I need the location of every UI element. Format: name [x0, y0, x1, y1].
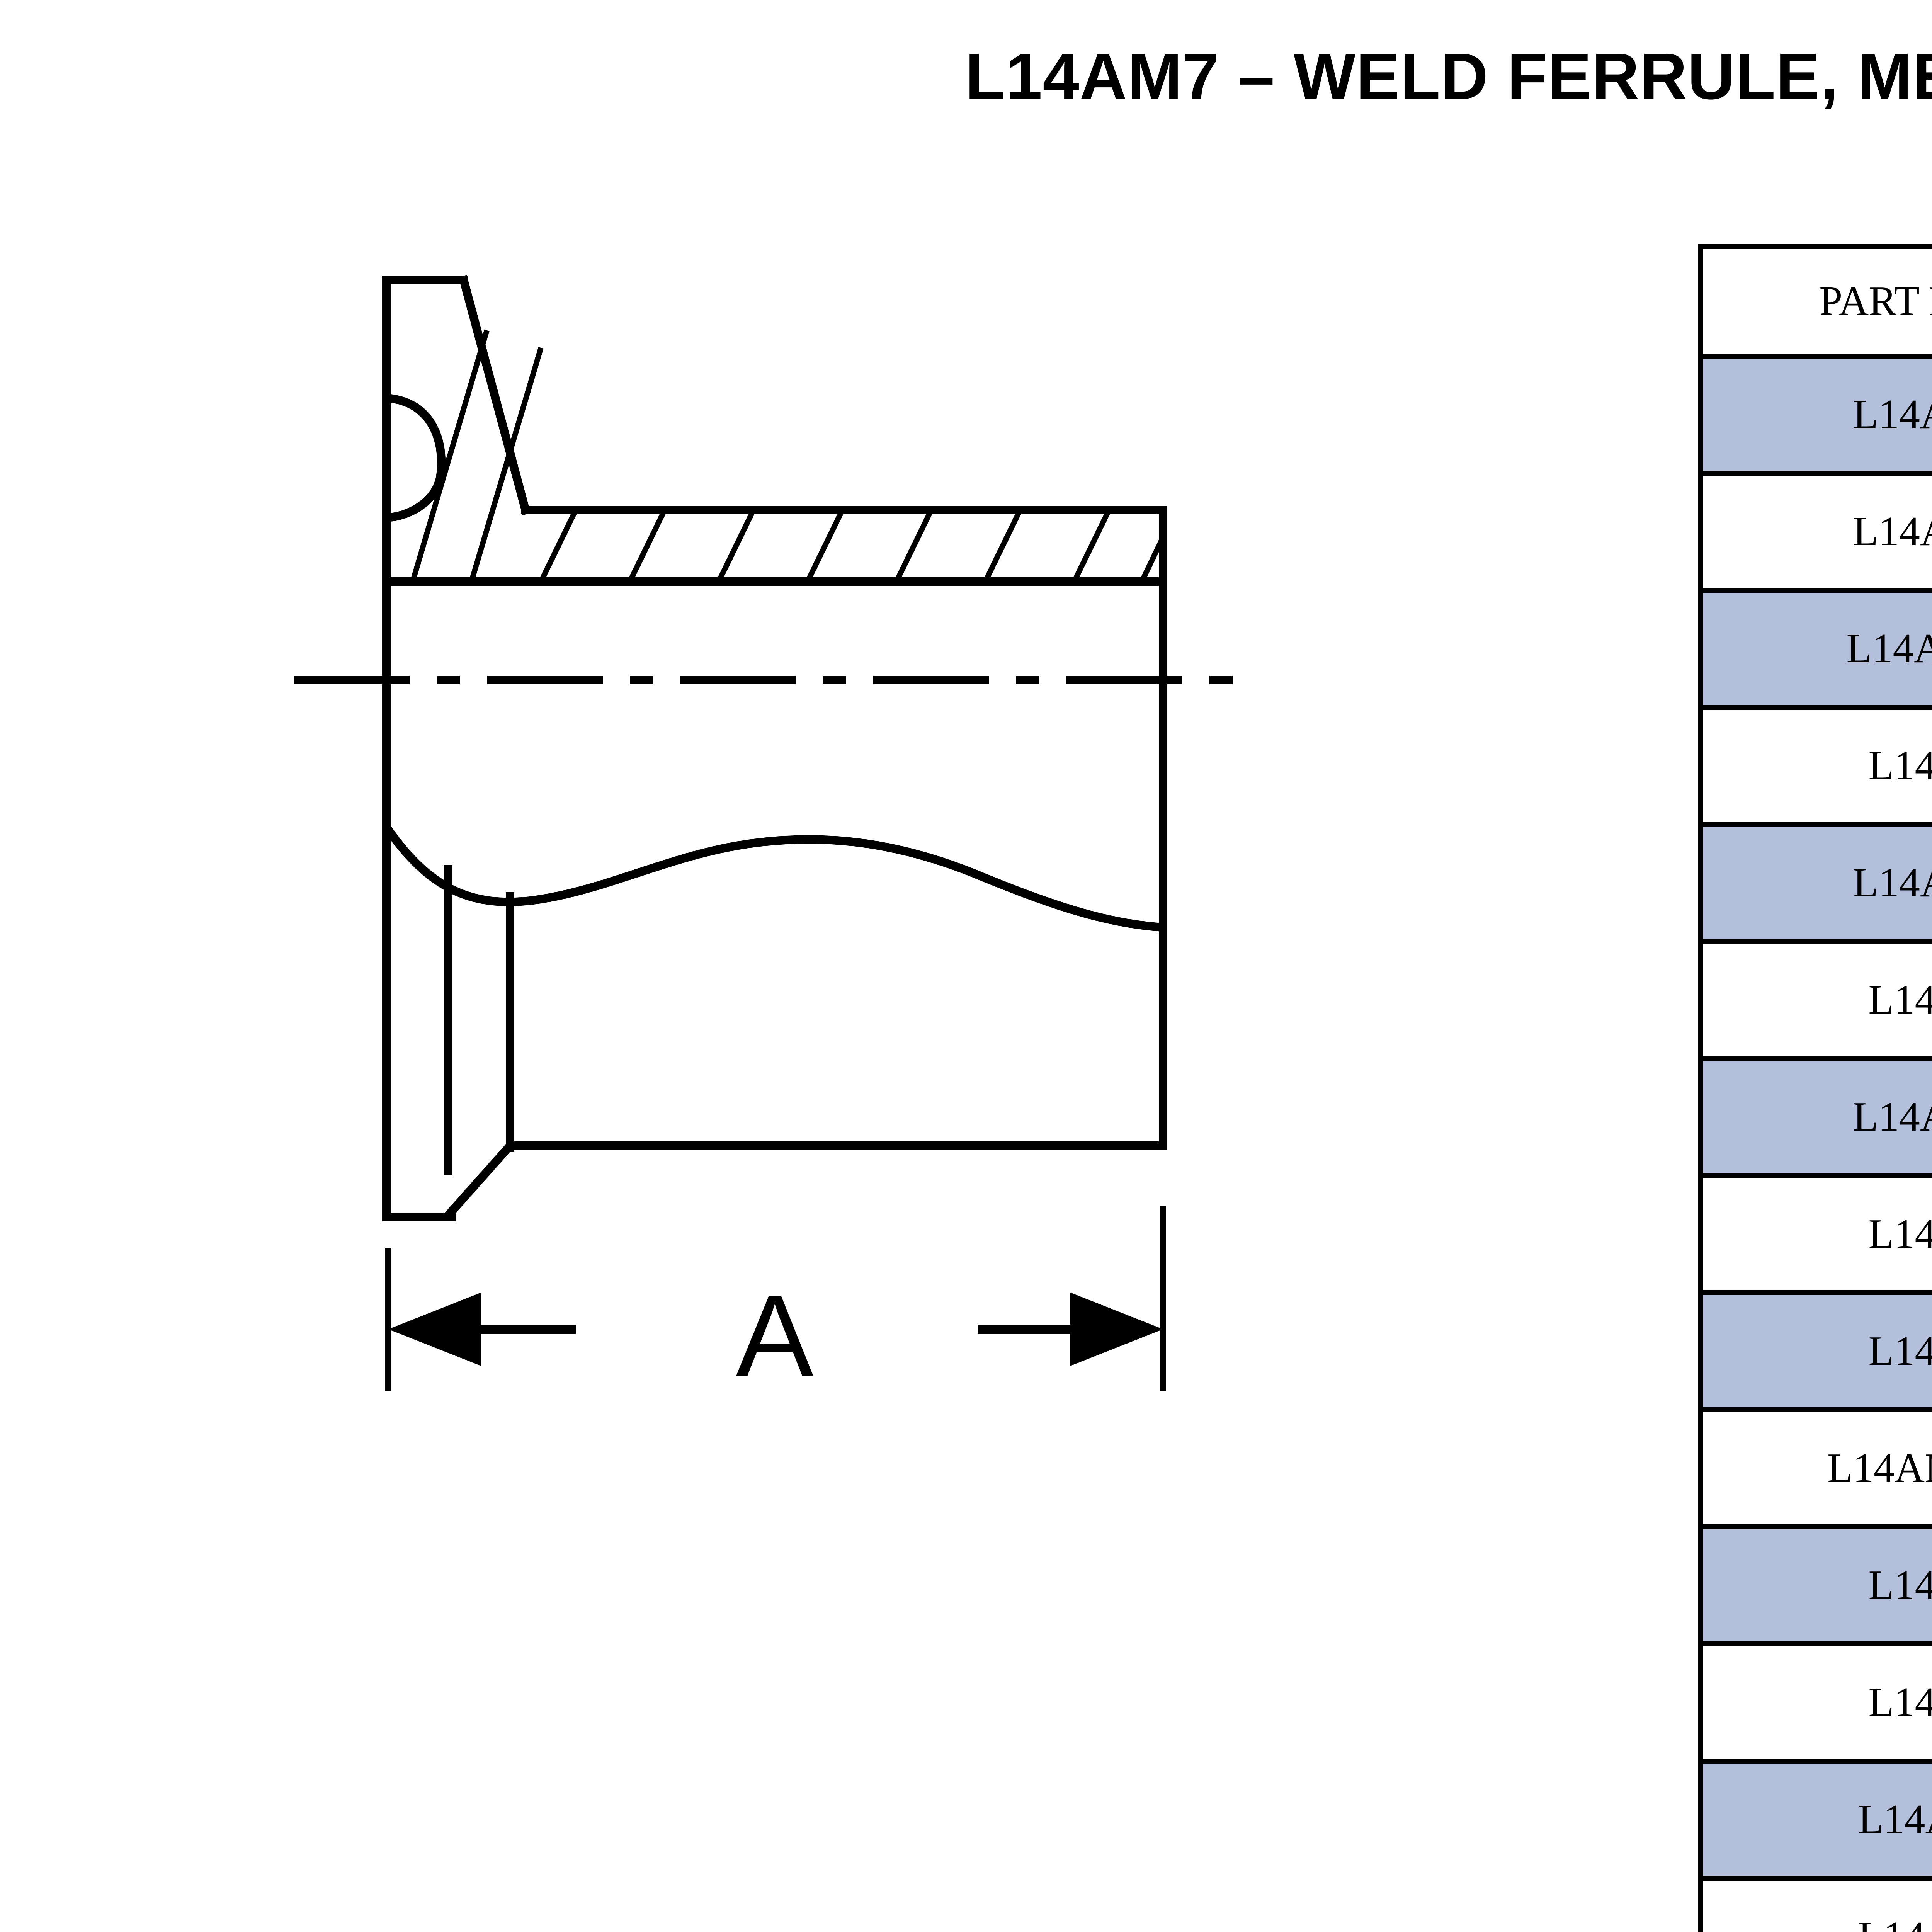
- cell-part-number: L14AM7-10: [1698, 1759, 1932, 1881]
- table-row: L14AM7-1-A1 (TYPE A)1.125: [1698, 588, 1932, 710]
- cell-part-number: L14AM7-2.5: [1698, 1056, 1932, 1178]
- cell-part-number: L14AM7-5X1.5: [1698, 1407, 1932, 1529]
- flange-outline: [382, 275, 1167, 1148]
- table-row: L14AM7-331.125: [1698, 1173, 1932, 1295]
- table-row: L14AM7-12121.500: [1698, 1876, 1932, 1932]
- section-hatching: [410, 330, 1166, 583]
- table-header-row: PART NUMBER SIZE (inches) A (inches): [1698, 244, 1932, 359]
- table-row: L14AM7-881.500: [1698, 1641, 1932, 1764]
- table-row: L14AM7-111.125: [1698, 705, 1932, 827]
- groove-radius-detail: [386, 394, 446, 522]
- table-row: L14AM7-661.500: [1698, 1524, 1932, 1646]
- spec-table: PART NUMBER SIZE (inches) A (inches) L14…: [1698, 244, 1932, 1932]
- table-row: L14AM7-1.51-1/21.125: [1698, 822, 1932, 944]
- table-row: L14AM7-10101.500: [1698, 1759, 1932, 1881]
- spec-table-container: PART NUMBER SIZE (inches) A (inches) L14…: [1698, 244, 1932, 1932]
- table-header: PART NUMBER SIZE (inches) A (inches): [1698, 244, 1932, 359]
- column-header-part-number: PART NUMBER: [1698, 244, 1932, 359]
- table-body: L14AM7-.501/21.125L14AM7-.753/41.125L14A…: [1698, 354, 1932, 1932]
- table-row: L14AM7-441.125: [1698, 1290, 1932, 1412]
- cell-part-number: L14AM7-6: [1698, 1524, 1932, 1646]
- technical-drawing: A: [270, 232, 1584, 1391]
- column-header-part-number-label: PART NUMBER: [1819, 278, 1932, 325]
- table-row: L14AM7-2.52-1/21.125: [1698, 1056, 1932, 1178]
- cell-part-number: L14AM7-1.5: [1698, 822, 1932, 944]
- cell-part-number: L14AM7-4: [1698, 1290, 1932, 1412]
- cell-part-number: L14AM7-2: [1698, 939, 1932, 1061]
- bore-walls: [382, 823, 1167, 1221]
- table-row: L14AM7-221.125: [1698, 939, 1932, 1061]
- dimension-a: [385, 1206, 1166, 1391]
- cell-part-number: L14AM7-.50: [1698, 354, 1932, 476]
- table-row: L14AM7-.501/21.125: [1698, 354, 1932, 476]
- ferrule-cross-section-svg: A: [294, 275, 1260, 1391]
- cell-part-number: L14AM7-3: [1698, 1173, 1932, 1295]
- cell-part-number: L14AM7-8: [1698, 1641, 1932, 1764]
- cell-part-number: L14AM7-12: [1698, 1876, 1932, 1932]
- break-line-wavy: [382, 823, 1167, 932]
- cell-part-number: L14AM7-1: [1698, 705, 1932, 827]
- table-row: L14AM7-.753/41.125: [1698, 471, 1932, 593]
- cell-part-number: L14AM7-1-A: [1698, 588, 1932, 710]
- table-row: L14AM7-5X1.551.500: [1698, 1407, 1932, 1529]
- page-title: L14AM7 – WELD FERRULE, MEDIUM: [965, 40, 1932, 113]
- dimension-a-label: A: [736, 1270, 814, 1391]
- cell-part-number: L14AM7-.75: [1698, 471, 1932, 593]
